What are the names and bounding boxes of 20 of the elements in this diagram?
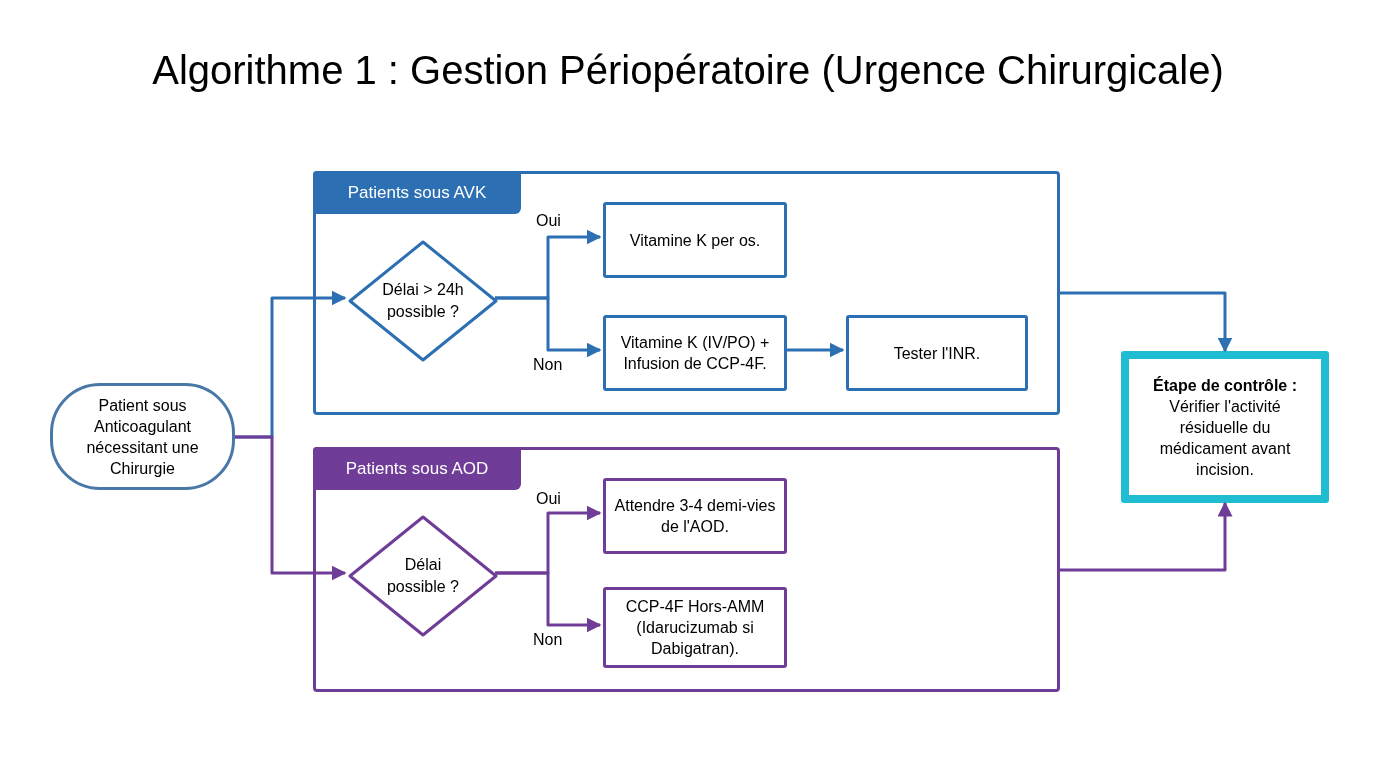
arrow	[1060, 501, 1233, 572]
arrow	[784, 342, 845, 358]
decision-diamond: Délai > 24h possible ?	[348, 240, 498, 362]
arrow	[1060, 291, 1233, 353]
group-panel	[313, 171, 1060, 415]
decision-diamond: Délai possible ?	[348, 515, 498, 637]
diagram-title: Algorithme 1 : Gestion Périopératoire (Urgence Chirurgicale)	[151, 47, 1225, 94]
group-panel	[313, 447, 1060, 692]
process-box: Attendre 3-4 demi-vies de l'AOD.	[603, 478, 787, 554]
start-terminal: Patient sous Anticoagulant nécessitant une Chirurgie	[50, 383, 235, 490]
arrow	[495, 296, 602, 358]
process-box: Vitamine K per os.	[603, 202, 787, 278]
arrow	[495, 571, 602, 633]
process-box: Tester l'INR.	[846, 315, 1028, 391]
control-box: Étape de contrôle : Vérifier l'activité résiduelle du médicament avant incision.	[1121, 351, 1329, 503]
group-header: Patients sous AVK	[313, 171, 521, 214]
group-header: Patients sous AOD	[313, 447, 521, 490]
process-box: Vitamine K (IV/PO) + Infusion de CCP-4F.	[603, 315, 787, 391]
arrow	[235, 435, 347, 581]
process-box: CCP-4F Hors-AMM (Idarucizumab si Dabigatran).	[603, 587, 787, 668]
